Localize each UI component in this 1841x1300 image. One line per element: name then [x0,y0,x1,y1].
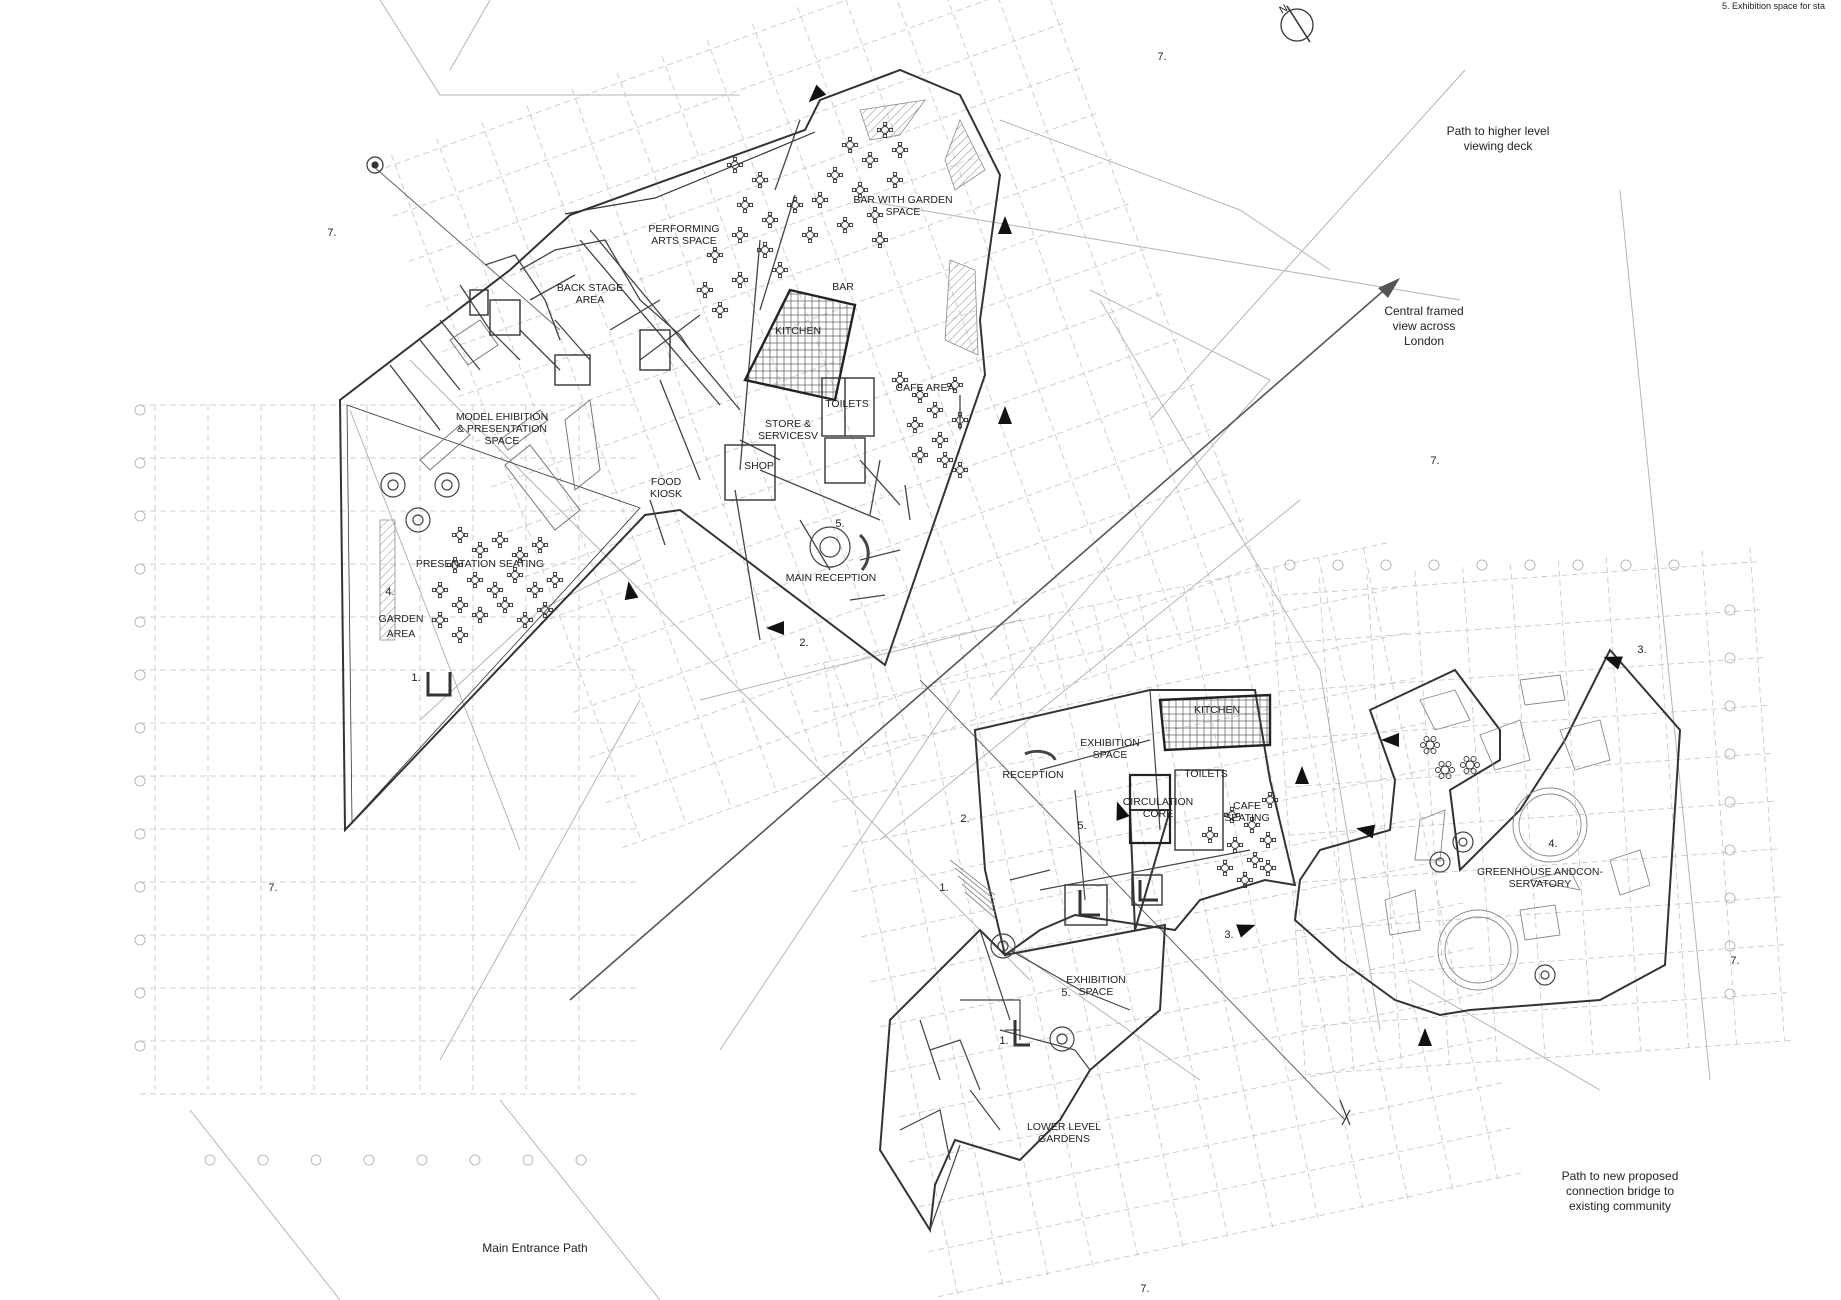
section-marker-icon [366,156,1351,1126]
upper-service-core [469,289,875,501]
room-label-toilets: TOILETS [825,398,869,410]
annotation-central-view: Central framed [1384,304,1463,318]
room-label-circulation-core: CIRCULATION [1123,796,1193,808]
marker-label: 1. [939,882,948,894]
annotation-bridge-path: Path to new proposed [1562,1169,1679,1183]
lower-table-clusters [1201,735,1480,889]
annotation-central-view: view across [1393,319,1456,333]
room-label-model-exhibition: SPACE [485,435,520,447]
room-label-circulation-core: CORE [1143,808,1173,820]
zone-label: 7. [1140,1283,1149,1295]
zone-label: 7. [268,882,277,894]
marker-label: 5. [1077,820,1086,832]
room-label-reception: RECEPTION [1002,769,1063,781]
north-label: N [1277,2,1290,16]
room-label-cafe-seating: CAFE [1233,800,1261,812]
marker-label: 3. [1224,929,1233,941]
marker-label: 5. [1061,987,1070,999]
room-label-exhibition-space-mid: EXHIBITION [1066,974,1126,986]
room-label-bar-garden: BAR WITH GARDEN [853,194,952,206]
room-label-bar: BAR [832,281,854,293]
greenhouse-shapes [1384,674,1651,991]
marker-label: 1. [999,1035,1008,1047]
room-label-exhibition-space: EXHIBITION [1080,737,1140,749]
zone-label: 7. [1157,51,1166,63]
upper-kitchen-block [743,288,857,402]
marker-label: 2. [799,637,808,649]
room-label-bar-garden: SPACE [886,206,921,218]
marker-label: 3. [1637,644,1646,656]
annotation-central-view: London [1404,334,1444,348]
room-label-exhibition-space-mid: SPACE [1079,986,1114,998]
upper-hatched-planters [379,99,986,641]
room-label-store: SERVICESV [758,430,818,442]
room-label-main-reception: MAIN RECEPTION [786,572,876,584]
room-label-greenhouse: GREENHOUSE ANDCON- [1477,866,1604,878]
construction-grid [134,0,1795,1299]
annotation-higher-deck: viewing deck [1464,139,1534,153]
zone-label: 7. [1430,455,1439,467]
lower-service-core [426,672,1272,1047]
north-point-icon: N [1277,2,1314,43]
room-label-toilets: TOILETS [1184,768,1228,780]
room-label-lower-gardens: LOWER LEVEL [1027,1121,1101,1133]
upper-building [338,68,1002,833]
room-label-shop: SHOP [744,460,774,472]
room-label-store: STORE & [765,418,811,430]
marker-label: 4. [1548,838,1557,850]
room-label-food-kiosk: FOOD [651,476,682,488]
room-label-garden-area: GARDEN [379,613,424,625]
room-label-garden-area: AREA [387,628,416,640]
room-label-greenhouse: SERVATORY [1509,878,1572,890]
legend-corner-note: 5. Exhibition space for sta [1722,1,1825,11]
annotation-bridge-path: connection bridge to [1566,1184,1674,1198]
lower-interior-walls [899,689,1251,1231]
room-label-lower-gardens: GARDENS [1038,1133,1090,1145]
room-label-kitchen: KITCHEN [775,325,821,337]
marker-label: 2. [960,813,969,825]
upper-round-planters [380,472,870,571]
marker-label: 4. [385,586,394,598]
room-label-cafe-seating: SEATING [1224,812,1269,824]
annotation-higher-deck: Path to higher level [1447,124,1550,138]
room-label-back-stage: AREA [576,294,605,306]
entrance-arrows [624,84,1623,1046]
room-label-model-exhibition: & PRESENTATION [457,423,547,435]
zone-label: 7. [327,227,336,239]
room-label-food-kiosk: KIOSK [650,488,682,500]
annotation-bridge-path: existing community [1569,1199,1671,1213]
marker-label: 1. [411,672,420,684]
room-label-model-exhibition: MODEL EHIBITION [456,411,548,423]
room-label-performing-arts: ARTS SPACE [651,235,717,247]
room-label-performing-arts: PERFORMING [648,223,719,235]
external-stairs [949,859,996,919]
marker-label: 5. [835,518,844,530]
room-label-kitchen: KITCHEN [1194,704,1240,716]
zone-label: 7. [1730,955,1739,967]
upper-table-clusters [431,121,969,644]
annotation-main-entrance: Main Entrance Path [482,1241,587,1255]
upper-interior-walls [389,119,961,641]
lower-building [878,648,1682,1233]
room-label-presentation-seating: PRESENTATION SEATING [416,558,544,570]
room-label-cafe-area: CAFE AREA [896,382,955,394]
room-label-exhibition-space: SPACE [1093,749,1128,761]
greenhouse-planters [990,749,1556,1052]
room-label-back-stage: BACK STAGE [557,282,623,294]
exhibition-tables [419,319,601,531]
